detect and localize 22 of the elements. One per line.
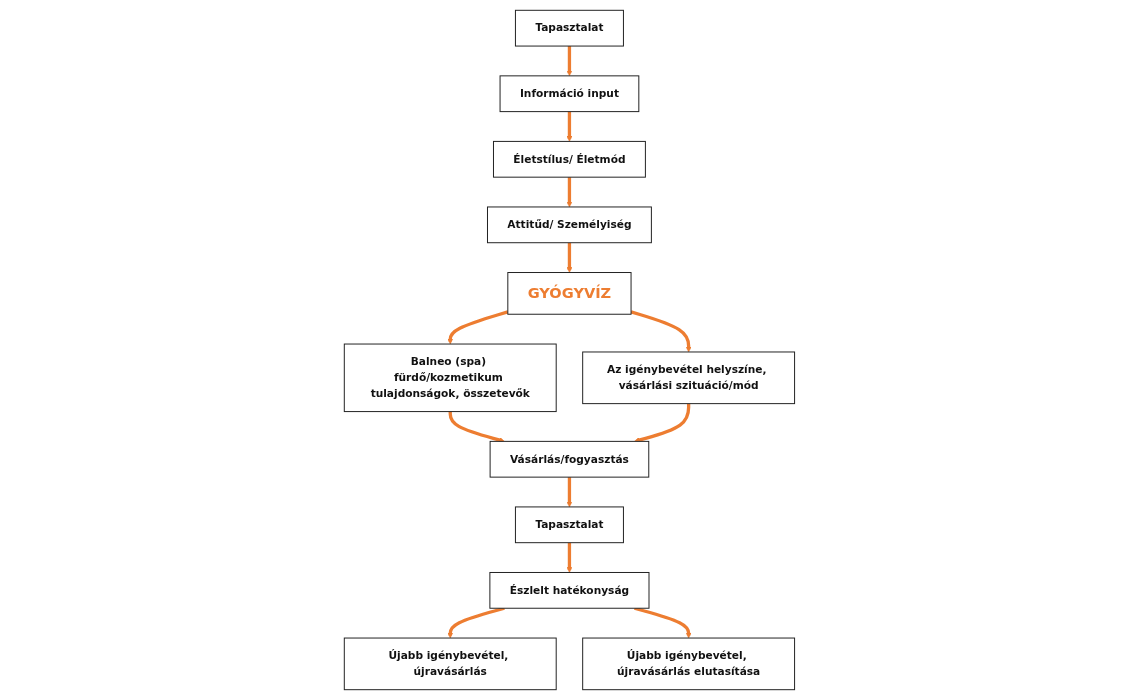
node-box: Balneo (spa) fürdő/kozmetikum tulajdonságok, összetevők xyxy=(343,343,557,413)
node-box: Az igénybevétel helyszíne, vásárlási szituáció/mód xyxy=(582,351,796,405)
arrow xyxy=(634,403,691,443)
node-box: Észlelt hatékonyság xyxy=(489,572,650,609)
arrow xyxy=(448,411,505,443)
arrow xyxy=(566,111,573,142)
arrow xyxy=(566,242,573,273)
node-box: Újabb igénybevétel, újravásárlás xyxy=(343,637,557,691)
node-box: Információ input xyxy=(499,75,640,113)
node-box: Újabb igénybevétel, újravásárlás elutasítása xyxy=(582,637,796,691)
arrow xyxy=(447,310,509,345)
arrow xyxy=(566,542,573,573)
node-box: Attitűd/ Személyiség xyxy=(487,206,652,244)
arrow xyxy=(566,177,573,208)
arrow xyxy=(630,310,692,353)
node-box: Életstílus/ Életmód xyxy=(493,140,646,178)
node-box: Tapasztalat xyxy=(515,506,624,544)
node-box: Tapasztalat xyxy=(515,9,624,47)
node-box: GYÓGYVÍZ xyxy=(507,272,632,315)
arrow xyxy=(566,477,573,508)
arrow xyxy=(566,46,573,77)
node-box: Vásárlás/fogyasztás xyxy=(489,440,650,478)
